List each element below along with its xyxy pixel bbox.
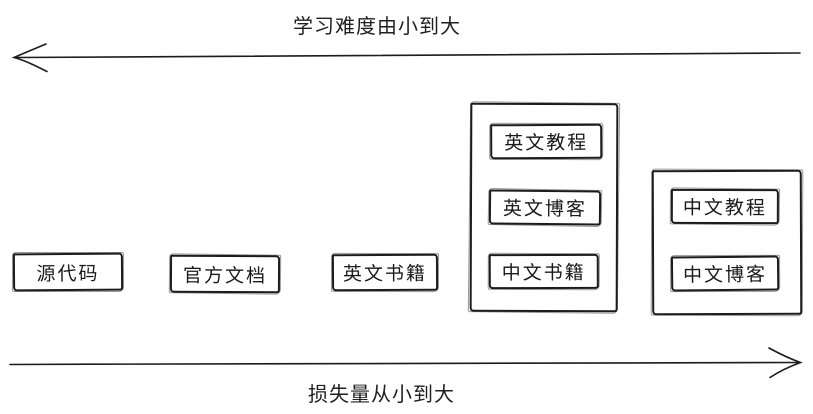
box-chinese-books-label: 中文书籍 bbox=[501, 261, 586, 285]
top-axis-label: 学习难度由小到大 bbox=[293, 14, 461, 38]
box-english-books: 英文书籍 bbox=[331, 253, 439, 292]
box-chinese-blogs-label: 中文博客 bbox=[682, 263, 768, 287]
box-english-tutorials: 英文教程 bbox=[490, 123, 603, 160]
box-english-tutorials-label: 英文教程 bbox=[504, 131, 589, 155]
box-chinese-tutorials: 中文教程 bbox=[670, 188, 779, 225]
box-english-blogs: 英文博客 bbox=[488, 189, 602, 226]
box-english-blogs-label: 英文博客 bbox=[502, 197, 588, 221]
top-axis-arrow-left bbox=[11, 43, 801, 73]
box-chinese-tutorials-label: 中文教程 bbox=[682, 196, 767, 220]
box-source-code-label: 源代码 bbox=[36, 262, 100, 285]
box-english-books-label: 英文书籍 bbox=[342, 262, 428, 286]
bottom-axis-label: 损失量从小到大 bbox=[308, 382, 455, 406]
box-chinese-blogs: 中文博客 bbox=[670, 255, 780, 292]
box-chinese-books: 中文书籍 bbox=[488, 253, 599, 290]
bottom-axis-arrow-right bbox=[9, 347, 803, 379]
box-official-docs-label: 官方文档 bbox=[182, 264, 268, 287]
box-source-code: 源代码 bbox=[12, 252, 124, 292]
group-box-chinese: 中文教程 中文博客 bbox=[651, 169, 803, 316]
group-box-english-advanced: 英文教程 英文博客 中文书籍 bbox=[469, 102, 619, 313]
box-official-docs: 官方文档 bbox=[169, 254, 281, 294]
